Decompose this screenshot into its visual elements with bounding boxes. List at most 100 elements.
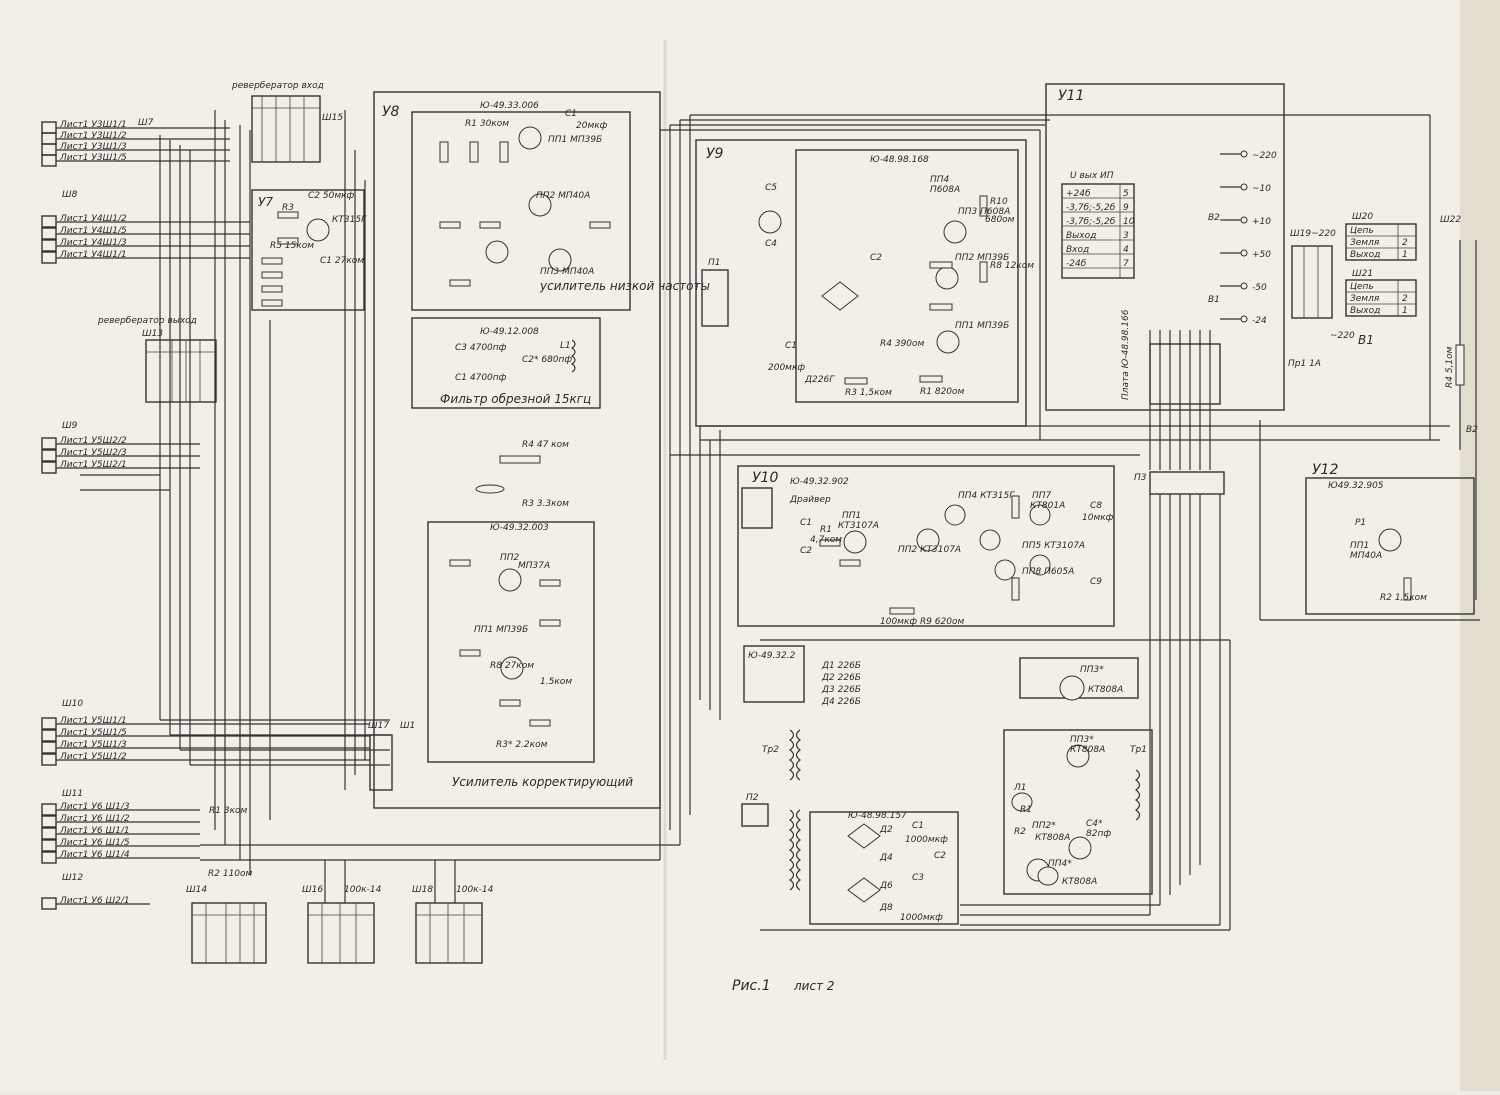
svg-text:1: 1	[1402, 306, 1408, 316]
connector-row-label: Лист1 У4Ш1/5	[59, 226, 127, 236]
connector-p1: П1	[701, 258, 729, 327]
svg-text:ПП2 КТ3107А: ПП2 КТ3107А	[898, 545, 961, 555]
svg-text:МП37А: МП37А	[518, 561, 550, 571]
u11-row-pin: 3	[1123, 231, 1129, 241]
block-u10: У10 Ю-49.32.902 Драйвер R1 4,7ком ПП1 КТ…	[737, 465, 1115, 627]
pr1-label: Пр1 1А	[1288, 359, 1321, 369]
u11-row-name: -3,7б;-5,2б	[1066, 217, 1116, 227]
u11-row-name: Вход	[1066, 245, 1089, 255]
u11-row-pin: 4	[1123, 245, 1129, 255]
u11-table-title: U вых ИП	[1070, 171, 1114, 181]
block-u12: У12 Ю49.32.905 P1 ПП1 МП40А R2 1,5ком	[1305, 462, 1475, 615]
svg-text:R3 3.3ком: R3 3.3ком	[522, 499, 569, 509]
right-bus	[659, 114, 1480, 931]
sh7-label: Ш7	[138, 118, 154, 128]
tr2-label: Тр2	[762, 745, 779, 755]
u11-row-pin: 9	[1123, 203, 1129, 213]
connector-row: Лист1 У4Ш1/5	[41, 226, 250, 240]
r2-label: R2 110ом	[208, 869, 253, 879]
svg-text:ПП3 МП40А: ПП3 МП40А	[540, 267, 594, 277]
connector-sh20: Ш20 Цепь Земля Выход 2 1	[1345, 212, 1417, 261]
svg-text:C2 50мкф: C2 50мкф	[308, 191, 355, 201]
u11-row-pin: 5	[1123, 189, 1129, 199]
svg-text:R8 27ком: R8 27ком	[490, 661, 534, 671]
svg-text:C9: C9	[1090, 577, 1102, 587]
svg-text:R1: R1	[1020, 805, 1032, 815]
connector-row: Лист1 У5Ш2/1	[41, 460, 200, 474]
sh12-label: Ш12	[62, 873, 83, 883]
sh22-label: Ш22	[1440, 215, 1461, 225]
u11-row-pin: 7	[1123, 259, 1129, 269]
connector-row-label: Лист1 У5Ш2/1	[59, 460, 127, 470]
u8-filter-label: Фильтр обрезной 15кгц	[440, 392, 591, 406]
svg-text:R1 30ком: R1 30ком	[465, 119, 509, 129]
svg-text:L1: L1	[560, 341, 571, 351]
connector-row-label: Лист1 У6 Ш1/2	[59, 814, 130, 824]
svg-text:R1 820ом: R1 820ом	[920, 387, 965, 397]
psu-code: Ю-48.98.157	[848, 811, 907, 821]
svg-text:C5: C5	[765, 183, 777, 193]
connector-row-label: Лист1 У6 Ш2/1	[59, 896, 130, 906]
connector-row-label: Лист1 У5Ш1/3	[59, 740, 127, 750]
svg-text:ПП1: ПП1	[842, 511, 861, 521]
u11-tap-label: -50	[1252, 283, 1267, 293]
svg-text:ПП2*: ПП2*	[1032, 821, 1056, 831]
svg-text:R3* 2.2ком: R3* 2.2ком	[496, 740, 548, 750]
bridge-code: Ю-49.32.2	[748, 651, 796, 661]
sh19-label: Ш19~220	[1290, 229, 1336, 239]
connector-row: Лист1 У4Ш1/3	[41, 238, 250, 252]
svg-text:КТ315Г: КТ315Г	[332, 215, 367, 225]
figure-caption: Рис.1	[732, 978, 771, 994]
svg-text:ПП8 П605А: ПП8 П605А	[1022, 567, 1074, 577]
connector-row: Лист1 У3Ш1/5	[41, 153, 230, 167]
sh13-table	[145, 339, 217, 403]
connector-row: Лист1 У6 Ш1/2	[41, 814, 200, 828]
diode-d4: Д4 226Б	[821, 697, 861, 707]
svg-text:КТ808А: КТ808А	[1070, 745, 1105, 755]
svg-text:1: 1	[1402, 250, 1408, 260]
connector-row: Лист1 У5Ш2/2	[41, 436, 200, 450]
psu-section: Тр2 П2 Ю-48.98.157 C1 1000мкф C2 C3 1000…	[741, 729, 959, 925]
b1-switch-label: В1	[1358, 333, 1374, 347]
svg-text:R8 12ком: R8 12ком	[990, 261, 1034, 271]
connector-row: Лист1 У5Ш1/1	[41, 716, 370, 730]
svg-text:R2 1,5ком: R2 1,5ком	[1380, 593, 1427, 603]
connector-row: Лист1 У5Ш2/3	[41, 448, 200, 462]
svg-text:Цепь: Цепь	[1350, 282, 1374, 292]
u11-label: У11	[1058, 88, 1084, 104]
svg-text:C1: C1	[800, 518, 812, 528]
svg-text:КТ801А: КТ801А	[1030, 501, 1065, 511]
block-u8: У8 Ю-49.33.006 усилитель низкой частоты …	[373, 91, 710, 809]
svg-text:1000мкф: 1000мкф	[905, 835, 948, 845]
u11-row-name: +24б	[1066, 189, 1091, 199]
sh14-label: Ш14	[186, 885, 207, 895]
svg-text:Д2: Д2	[879, 825, 893, 835]
svg-text:R10: R10	[990, 197, 1008, 207]
svg-text:R5 15ком: R5 15ком	[270, 241, 314, 251]
p1-label: П1	[708, 258, 721, 268]
svg-text:C1: C1	[565, 109, 577, 119]
sh17-label: Ш17	[368, 721, 389, 731]
sh16-note: 100к-14	[344, 885, 382, 895]
u11-taps: ~220~10+10+50-50-24	[1220, 150, 1277, 326]
connector-row: Лист1 У5Ш1/3	[41, 740, 370, 754]
svg-text:R3 1,5ком: R3 1,5ком	[845, 388, 892, 398]
svg-text:100мкф R9 620ом: 100мкф R9 620ом	[880, 617, 964, 627]
r4-label: R4 5,1ом	[1445, 346, 1455, 388]
connector-row-label: Лист1 У5Ш1/5	[59, 728, 127, 738]
u11-tap-label: +50	[1252, 250, 1271, 260]
svg-text:ПП1 МП39Б: ПП1 МП39Б	[955, 321, 1009, 331]
b2-right-label: В2	[1466, 425, 1478, 435]
u11-tap-label: ~10	[1252, 184, 1271, 194]
svg-text:C2: C2	[870, 253, 882, 263]
svg-text:ПП1 МП39Б: ПП1 МП39Б	[548, 135, 602, 145]
sh18-label: Ш18	[412, 885, 433, 895]
diode-d1: Д1 226Б	[821, 661, 861, 671]
svg-text:П608А: П608А	[930, 185, 960, 195]
svg-text:C1 27ком: C1 27ком	[320, 256, 364, 266]
sh11-label: Ш11	[62, 789, 83, 799]
svg-text:1000мкф: 1000мкф	[900, 913, 943, 923]
u8-code-mid: Ю-49.12.008	[480, 327, 539, 337]
